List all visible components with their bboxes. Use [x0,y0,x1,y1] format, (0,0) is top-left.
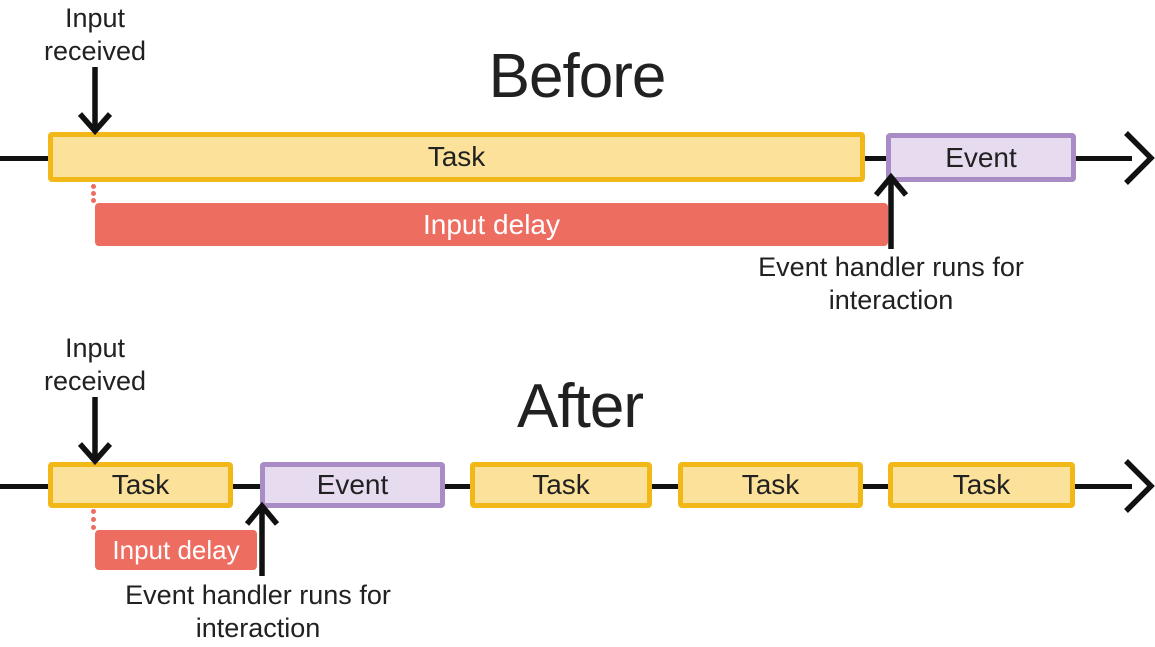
after-event-bar: Event [260,462,445,508]
before-input-received-label: Input received [43,3,147,66]
after-task-bar-1-label: Task [111,469,170,500]
after-event-handler-label: Event handler runs for interaction [125,580,391,643]
after-task-bar-4: Task [888,462,1075,508]
before-input-delay-label: Input delay [423,208,560,240]
before-event-handler-arrow-up-icon [873,172,909,249]
before-task-bar-label: Task [427,141,486,172]
after-task-bar-4-label: Task [952,469,1011,500]
after-task-bar-2: Task [470,462,652,508]
before-section-title: Before [488,42,667,111]
before-input-point-dotted-connector [91,184,96,203]
after-event-handler-arrow-up-icon [244,501,280,576]
after-task-bar-3: Task [678,462,863,508]
after-input-delay-label: Input delay [112,534,240,565]
before-timeline-arrowhead-icon [1124,131,1155,185]
before-event-bar: Event [886,133,1076,182]
after-task-bar-3-label: Task [741,469,800,500]
after-task-bar-2-label: Task [532,469,590,500]
after-input-delay-bar: Input delay [95,530,257,570]
after-input-point-dotted-connector [91,509,96,530]
before-event-bar-label: Event [945,141,1017,173]
after-input-arrow-down-icon [77,397,113,466]
after-input-received-label: Input received [43,333,147,396]
before-task-bar: Task [48,132,865,182]
after-section-title: After [517,372,644,441]
after-timeline-arrowhead-icon [1124,459,1155,513]
before-input-delay-bar: Input delay [95,203,888,246]
before-input-arrow-down-icon [77,67,113,136]
after-task-bar-1: Task [48,462,233,508]
before-event-handler-label: Event handler runs for interaction [758,252,1024,315]
after-event-bar-label: Event [316,469,389,500]
